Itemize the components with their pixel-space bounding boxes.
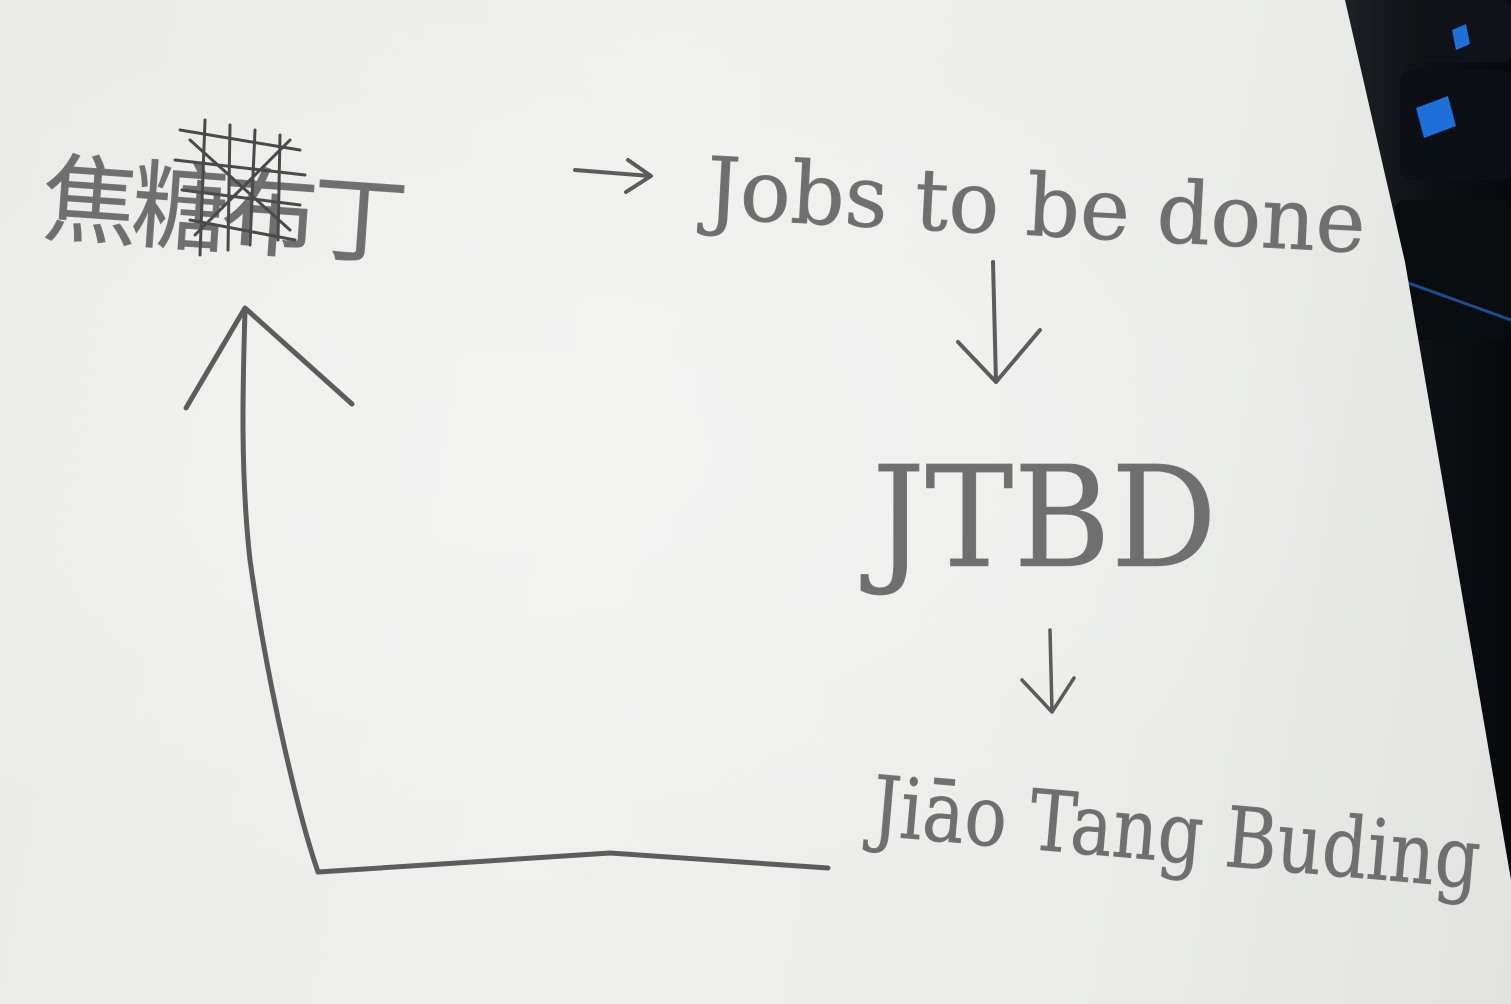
acronym-jtbd: JTBD (861, 437, 1217, 600)
english-term: Jobs to be done (696, 139, 1368, 274)
return-arrow-line (240, 307, 831, 875)
scribble-marks (173, 118, 307, 257)
chinese-term-group: 焦糖布丁 (38, 118, 407, 280)
chinese-term: 焦糖布丁 (38, 143, 406, 280)
return-arrow-head (183, 305, 355, 411)
keyboard-key-lower (1400, 70, 1511, 180)
arrow-to-acronym (956, 260, 1042, 384)
keyboard-key-upper (1418, 0, 1511, 62)
pinyin-term: Jiāo Tang Buding (862, 757, 1485, 908)
arrow-to-pinyin (1020, 628, 1076, 714)
arrow-to-english (573, 158, 653, 194)
keyboard-key-row (1395, 200, 1511, 340)
